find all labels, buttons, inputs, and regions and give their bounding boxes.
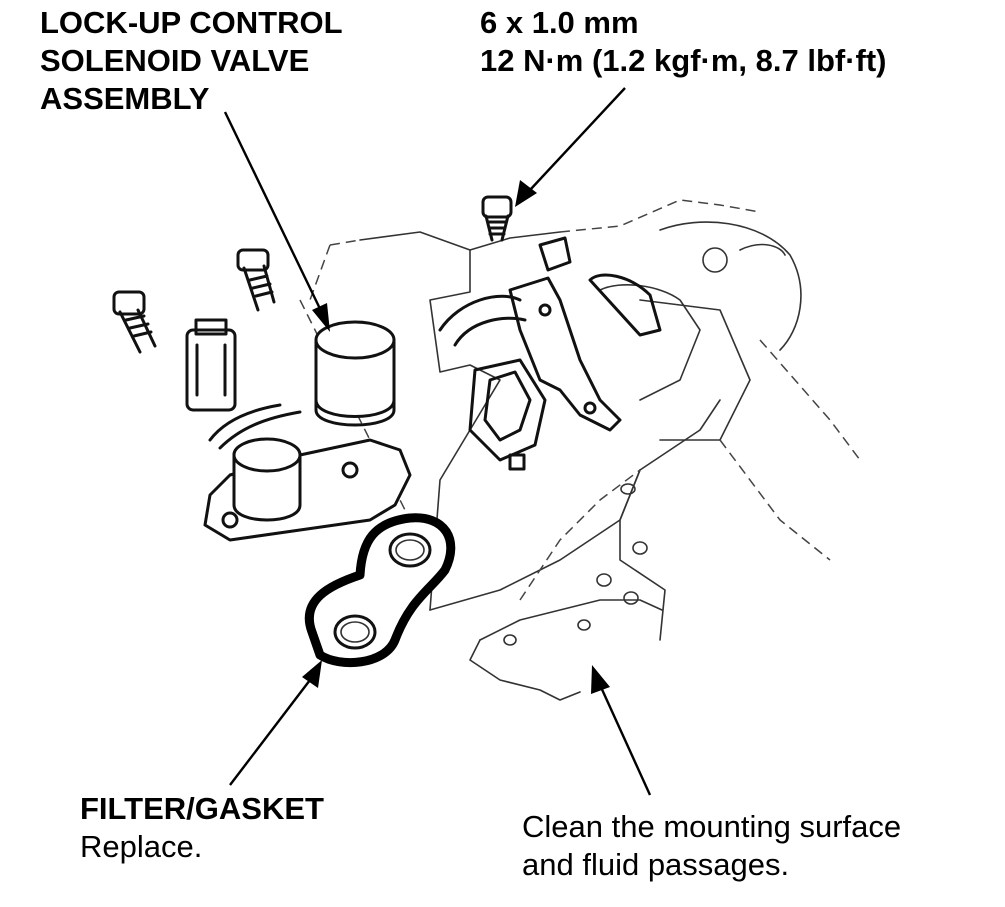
arrow-icon	[223, 111, 330, 332]
solenoid-label-line-1: LOCK-UP CONTROL	[40, 5, 343, 40]
arrow-icon	[229, 660, 322, 786]
transmission-housing	[299, 199, 861, 701]
arrow-icon	[591, 665, 652, 796]
mounting-holes	[503, 483, 648, 646]
bolt-icon	[236, 248, 276, 312]
solenoid-valve-label: LOCK-UP CONTROL SOLENOID VALVE ASSEMBLY	[40, 4, 343, 118]
bolt-size-text: 6 x 1.0 mm	[480, 5, 639, 40]
clean-note-line-1: Clean the mounting surface	[522, 809, 902, 844]
bolt-icon	[112, 290, 157, 354]
bracket-assembly	[438, 236, 662, 471]
arrow-icon	[515, 87, 626, 207]
clean-note-label: Clean the mounting surface and fluid pas…	[522, 808, 901, 884]
gasket-label: FILTER/GASKET Replace.	[80, 790, 324, 866]
filter-gasket-icon	[305, 513, 456, 668]
bolt-torque-text: 12 N·m (1.2 kgf·m, 8.7 lbf·ft)	[480, 43, 887, 78]
clean-note-line-2: and fluid passages.	[522, 847, 790, 882]
connector-icon	[185, 318, 302, 450]
solenoid-label-line-2: SOLENOID VALVE	[40, 43, 310, 78]
bolt-icon	[481, 195, 513, 242]
solenoid-label-line-3: ASSEMBLY	[40, 81, 210, 116]
solenoid-valve-icon	[203, 320, 412, 542]
gasket-title-text: FILTER/GASKET	[80, 791, 324, 826]
bolt-spec-label: 6 x 1.0 mm 12 N·m (1.2 kgf·m, 8.7 lbf·ft…	[480, 4, 887, 80]
gasket-note-text: Replace.	[80, 829, 203, 864]
